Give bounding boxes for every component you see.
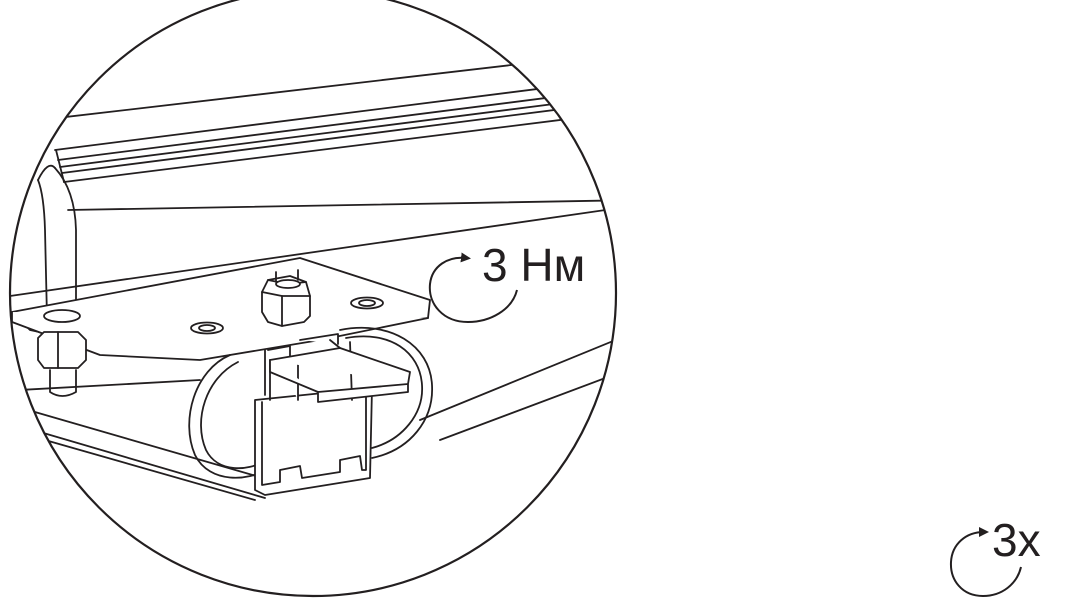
torque-annotation: 3 Нм [428,239,585,324]
torque-label: 3 Нм [482,239,585,291]
hex-nut-top [261,269,311,327]
hex-nut-rod [37,331,87,397]
profile-channel [254,333,373,496]
clamp-loop [188,326,433,479]
slide-clip [269,339,411,403]
turns-annotation: 3x [949,514,1041,598]
rotate-clockwise-arrow-icon [949,527,1022,598]
mounting-plate [11,257,431,361]
detail-view [8,0,618,598]
turns-label: 3x [992,514,1041,566]
support-rod [37,164,77,319]
rotate-clockwise-arrow-icon [428,252,518,324]
